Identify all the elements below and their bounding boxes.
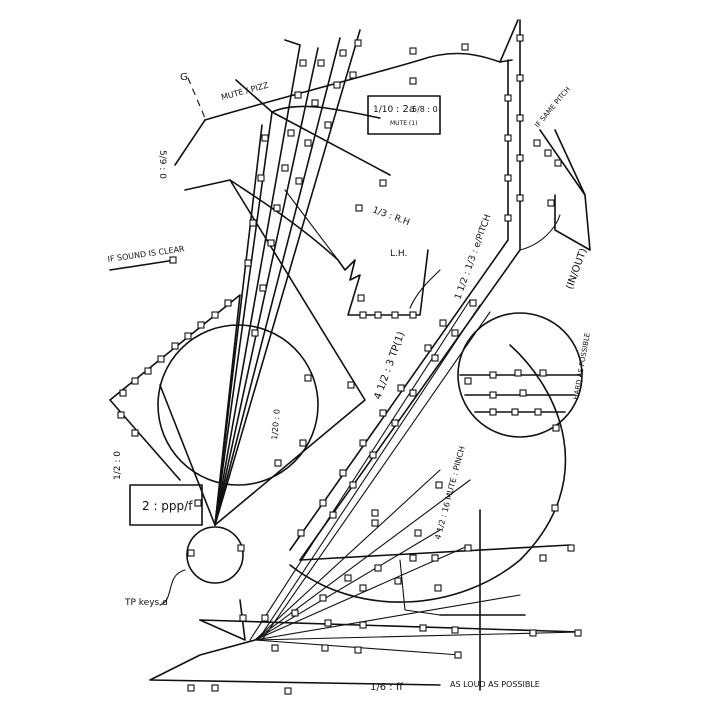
label-box-dyn: 2 : ppp/f xyxy=(142,499,193,513)
label-one-two: 1/2 : 0 xyxy=(113,451,123,480)
label-five-nine: 5/9 : 0 xyxy=(157,150,167,179)
label-if-same-pitch: IF SAME PITCH xyxy=(533,85,572,129)
label-mute-pinch: 4 1/2 : 16 MUTE : PINCH xyxy=(433,445,467,540)
annotation-boxes xyxy=(129,95,441,526)
label-as-loud: AS LOUD AS POSSIBLE xyxy=(450,680,540,689)
label-sixth-ff: 1/6 : ff xyxy=(370,682,404,693)
label-g: G xyxy=(180,72,188,83)
label-tp-keys: TP keys d xyxy=(124,598,168,608)
label-mute-pizz: MUTE / PIZZ xyxy=(220,81,270,102)
label-in-out: (IN/OUT) xyxy=(564,247,589,291)
label-box-top-tail: 5/8 : 0 xyxy=(412,105,438,114)
label-box-top-rest: : 2a xyxy=(396,104,415,115)
label-circle-ratio: 1/20 : 0 xyxy=(270,409,282,441)
label-box-top-frac: 1/10 xyxy=(373,105,393,115)
label-hard-as-possible: HARD AS POSSIBLE xyxy=(572,332,592,400)
label-lh: L.H. xyxy=(390,249,407,259)
label-rh: 1/3 : R.H xyxy=(371,205,411,228)
note-heads xyxy=(117,34,582,695)
label-box-top-mute: MUTE (1) xyxy=(390,120,417,127)
